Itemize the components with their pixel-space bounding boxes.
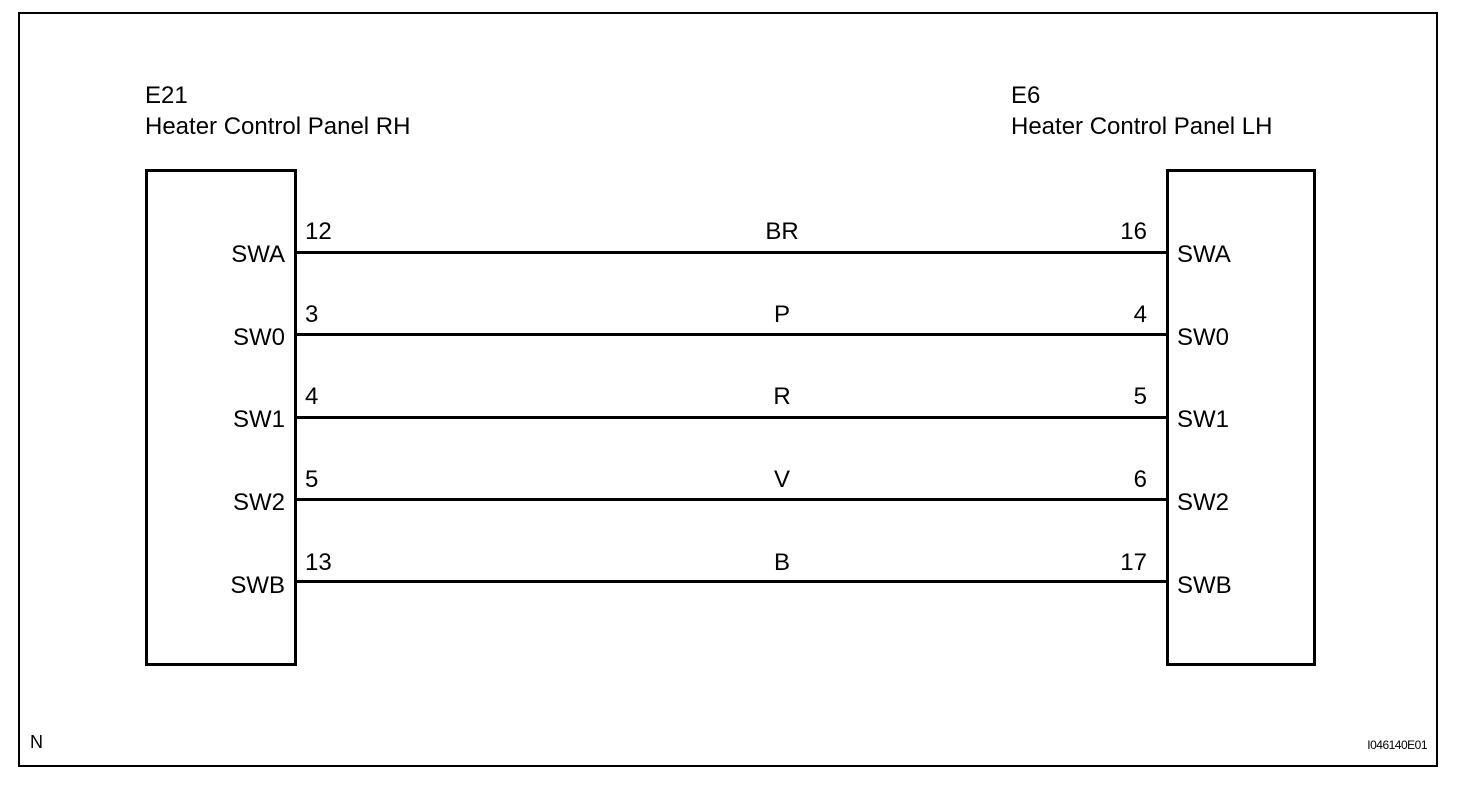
left-connector-name: Heater Control Panel RH xyxy=(145,113,411,140)
right-pin-number: 6 xyxy=(1133,466,1147,493)
wire-line-sw0 xyxy=(297,333,1166,336)
right-pin-number: 4 xyxy=(1133,301,1147,328)
right-connector-header: E6 Heater Control Panel LH xyxy=(1011,80,1272,142)
diagram-frame xyxy=(18,12,1438,767)
wire-color-code: P xyxy=(773,301,790,328)
left-connector-code: E21 xyxy=(145,82,188,109)
right-pin-number: 17 xyxy=(1120,549,1147,576)
illustration-id: I046140E01 xyxy=(1367,738,1427,752)
left-terminal-label: SWA xyxy=(231,241,285,268)
wire-color-code: V xyxy=(773,466,790,493)
left-pin-number: 13 xyxy=(305,549,332,576)
right-connector-code: E6 xyxy=(1011,82,1041,109)
wire-line-sw1 xyxy=(297,416,1166,419)
left-terminal-label: SW0 xyxy=(232,324,285,351)
left-terminal-label: SW2 xyxy=(232,489,285,516)
wire-color-code: B xyxy=(773,549,790,576)
wire-color-code: BR xyxy=(765,218,799,245)
right-connector-name: Heater Control Panel LH xyxy=(1011,113,1273,140)
right-terminal-label: SW1 xyxy=(1177,406,1230,433)
right-terminal-label: SWB xyxy=(1177,572,1232,599)
left-connector-header: E21 Heater Control Panel RH xyxy=(145,80,410,142)
left-connector-box xyxy=(145,169,297,666)
left-pin-number: 12 xyxy=(305,218,332,245)
right-terminal-label: SW2 xyxy=(1177,489,1230,516)
left-terminal-label: SWB xyxy=(230,572,285,599)
right-connector-box xyxy=(1166,169,1316,666)
corner-label-left: N xyxy=(30,732,43,752)
left-terminal-label: SW1 xyxy=(232,406,285,433)
right-terminal-label: SW0 xyxy=(1177,324,1230,351)
left-pin-number: 3 xyxy=(305,301,319,328)
right-pin-number: 5 xyxy=(1133,383,1147,410)
wire-color-code: R xyxy=(773,383,791,410)
right-terminal-label: SWA xyxy=(1177,241,1231,268)
left-pin-number: 5 xyxy=(305,466,319,493)
wire-line-swa xyxy=(297,251,1166,254)
left-pin-number: 4 xyxy=(305,383,319,410)
wire-line-sw2 xyxy=(297,498,1166,501)
wire-line-swb xyxy=(297,580,1166,583)
right-pin-number: 16 xyxy=(1120,218,1147,245)
